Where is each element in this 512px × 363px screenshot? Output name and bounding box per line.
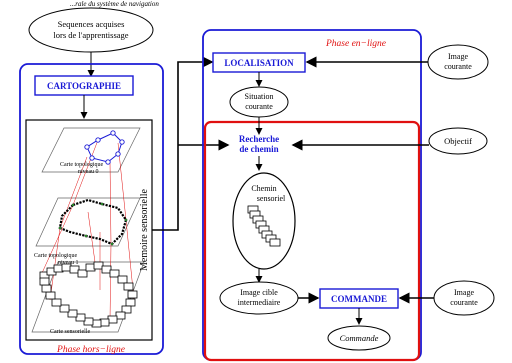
- localisation-label: LOCALISATION: [224, 58, 294, 68]
- level0-graph: [84, 130, 125, 165]
- level1-label-2: niveau 1: [58, 260, 79, 266]
- cartographie-label: CARTOGRAPHIE: [47, 81, 121, 91]
- offline-phase-label: Phase hors−ligne: [56, 345, 125, 355]
- objectif-node: [428, 127, 488, 155]
- level0-label-2: niveau 0: [78, 169, 99, 175]
- memoire-label: Memoire sensorielle: [139, 188, 150, 270]
- image-courante-bottom-line1: Image: [454, 288, 474, 297]
- image-cible-line2: intermediaire: [238, 298, 281, 307]
- online-phase-label: Phase en−ligne: [325, 39, 386, 49]
- image-courante-bottom-line2: courante: [450, 298, 478, 307]
- memory-panel: [25, 119, 153, 341]
- objectif-label: Objectif: [444, 136, 472, 146]
- image-courante-top-line2: courante: [444, 62, 472, 71]
- sensor-map-label: Carte sensorielle: [50, 329, 90, 335]
- chemin-line2: sensoriel: [257, 194, 286, 203]
- caption-fragment: ...rale du système de navigation: [70, 0, 159, 8]
- recherche-line2: de chemin: [239, 144, 278, 154]
- start-node-line2: lors de l'apprentissage: [53, 30, 128, 40]
- recherche-line1: Recherche: [239, 134, 279, 144]
- sensor-map-frames: [39, 261, 138, 328]
- chemin-line1: Chemin: [251, 184, 276, 193]
- situation-line1: Situation: [245, 92, 274, 101]
- plane-level0: [41, 127, 141, 173]
- start-node-line1: Sequences acquises: [58, 19, 125, 29]
- offline-phase-frame: [19, 63, 164, 355]
- level1-nodes: [58, 202, 128, 246]
- chemin-frames: [247, 205, 281, 247]
- situation-line2: courante: [245, 102, 273, 111]
- level1-label-1: Carte topologique: [34, 253, 77, 259]
- image-cible-line1: Image cible: [240, 288, 278, 297]
- path-planning-frame: [203, 120, 421, 362]
- level0-label-1: Carte topologique: [60, 162, 103, 168]
- image-courante-top-line1: Image: [448, 52, 468, 61]
- commande-output-label: Commande: [340, 333, 379, 343]
- start-node: Sequences acquises lors de l'apprentissa…: [28, 7, 154, 53]
- commande-label: COMMANDE: [331, 294, 387, 304]
- memory-to-localisation-line: [152, 56, 214, 231]
- plane-level1: [35, 197, 141, 247]
- commande-output-node: [327, 325, 391, 351]
